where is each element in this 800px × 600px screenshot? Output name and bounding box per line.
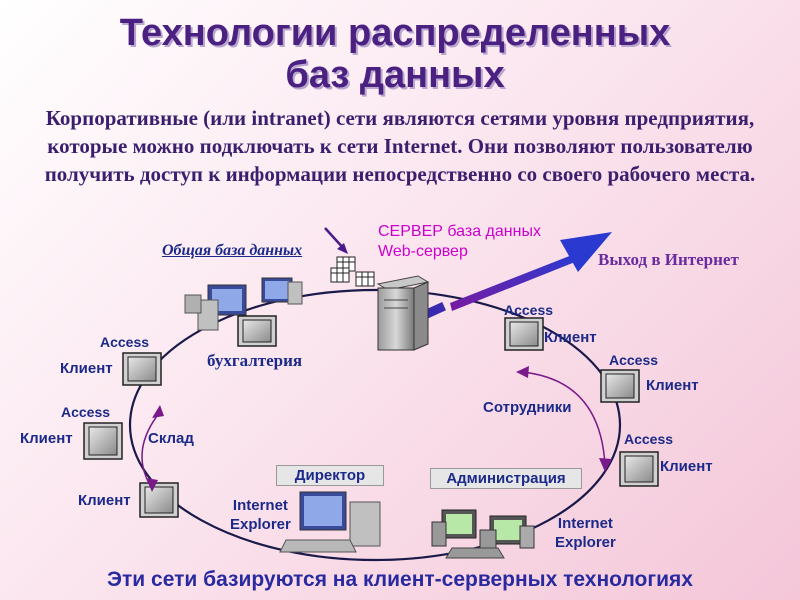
- server-label: СЕРВЕР база данных Web-сервер: [378, 222, 541, 262]
- employees-label: Сотрудники: [483, 399, 572, 416]
- arrowhead-icon: [599, 458, 612, 472]
- arrowhead-icon: [146, 478, 158, 492]
- client-monitor-icon: [139, 482, 179, 518]
- client-monitor-icon: [83, 422, 123, 460]
- title-line-2: баз данных: [285, 54, 505, 96]
- server-label-line-2: Web-сервер: [378, 243, 468, 260]
- access-label: Access: [624, 431, 674, 447]
- internet-exit-label: Выход в Интернет: [598, 250, 739, 269]
- client-monitor-icon: [237, 315, 277, 347]
- arrowhead-icon: [152, 405, 164, 418]
- administration-computers-icon: [431, 509, 535, 559]
- accounting-label: бухгалтерия: [207, 351, 303, 370]
- client-monitor-icon: [619, 451, 659, 487]
- client-monitor-icon: [122, 352, 162, 386]
- server-label-line-1: СЕРВЕР база данных: [378, 223, 541, 240]
- client-label: Клиент: [646, 377, 699, 394]
- director-label: Директор: [276, 465, 384, 486]
- ie-label-director: Internet Explorer: [230, 496, 291, 534]
- ie-label-admin: Internet Explorer: [555, 514, 616, 552]
- client-monitor-icon: [600, 369, 640, 403]
- client-label: Клиент: [660, 458, 713, 475]
- client-label: Клиент: [544, 329, 597, 346]
- shared-db-label: Общая база данных: [162, 242, 303, 259]
- employees-curved-arrow: [521, 371, 606, 466]
- ie-label-line-1: Internet: [557, 515, 613, 532]
- director-computer-icon: [279, 491, 381, 553]
- access-label: Access: [61, 404, 111, 420]
- ie-label-line-1: Internet: [232, 497, 288, 514]
- intro-paragraph: Корпоративные (или intranet) сети являют…: [44, 106, 756, 186]
- db-pointer-arrow: [324, 227, 348, 254]
- database-table-icon: [330, 256, 375, 287]
- client-label: Клиент: [60, 360, 113, 377]
- title-line-1: Технологии распределенных: [119, 12, 671, 54]
- access-label: Access: [609, 352, 659, 368]
- access-label: Access: [100, 334, 150, 350]
- network-ring: [128, 288, 622, 562]
- accounting-computers-icon: [184, 277, 303, 331]
- server-tower-icon: [376, 275, 430, 351]
- ie-label-line-2: Explorer: [230, 516, 291, 533]
- administration-label: Администрация: [430, 468, 582, 489]
- warehouse-curved-arrow: [141, 411, 161, 486]
- ie-label-line-2: Explorer: [555, 534, 616, 551]
- access-label: Access: [504, 302, 554, 318]
- arrowhead-icon: [516, 366, 529, 378]
- client-label: Клиент: [78, 492, 131, 509]
- client-label: Клиент: [20, 430, 73, 447]
- warehouse-label: Склад: [148, 430, 194, 447]
- client-monitor-icon: [504, 317, 544, 351]
- bottom-caption: Эти сети базируются на клиент-серверных …: [107, 568, 693, 591]
